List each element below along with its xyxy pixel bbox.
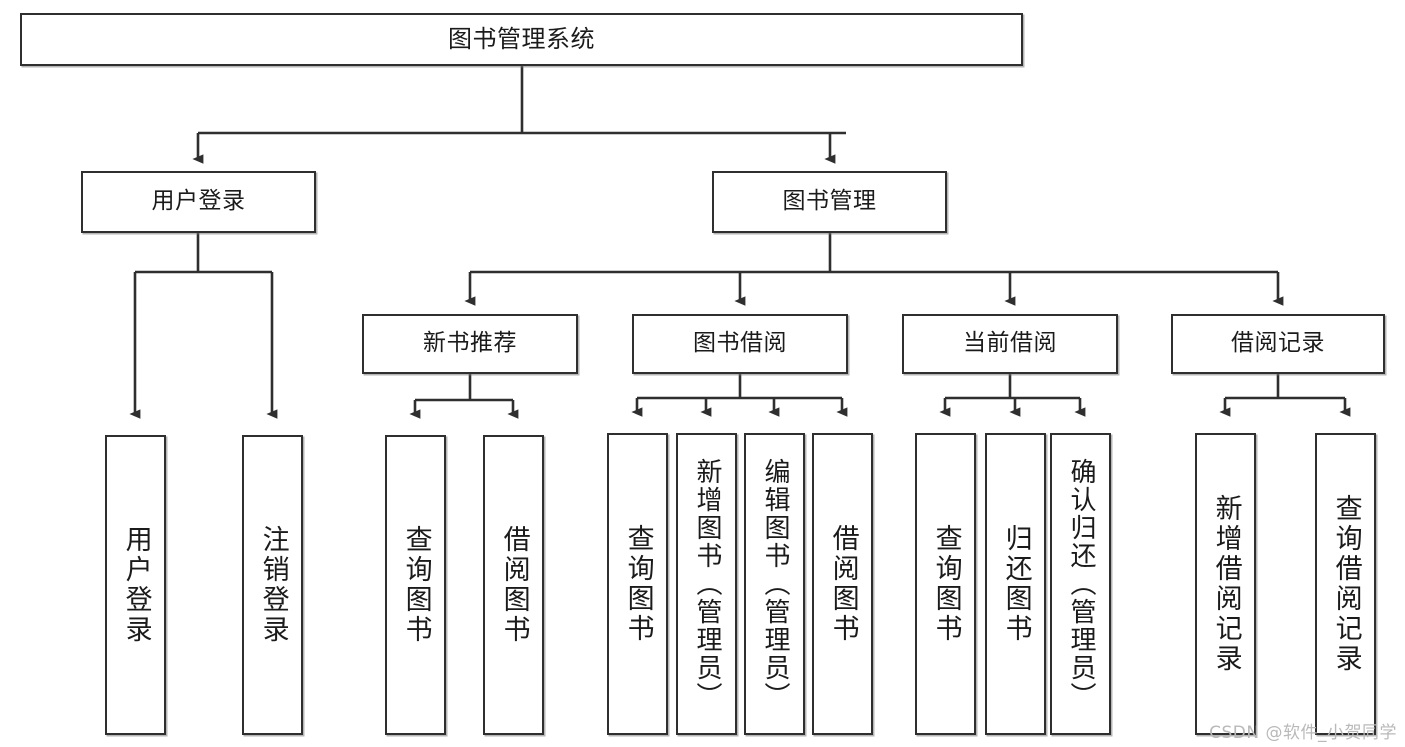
leaf-borrow-record-1[interactable]: 新增借阅记录 — [1195, 433, 1256, 735]
node-book-manage[interactable]: 图书管理 — [712, 171, 947, 233]
leaf-current-borrow-2[interactable]: 归还图书 — [985, 433, 1046, 735]
leaf-book-borrow-3[interactable]: 编辑图书（管理员） — [744, 433, 805, 735]
leaf-borrow-record-2[interactable]: 查询借阅记录 — [1315, 433, 1376, 735]
leaf-new-book-1[interactable]: 查询图书 — [385, 435, 446, 735]
leaf-user-login-2-label: 注销登录 — [257, 525, 289, 645]
leaf-new-book-2[interactable]: 借阅图书 — [483, 435, 544, 735]
leaf-current-borrow-3[interactable]: 确认归还（管理员） — [1050, 433, 1111, 735]
leaf-user-login-1[interactable]: 用户登录 — [105, 435, 166, 735]
leaf-current-borrow-1[interactable]: 查询图书 — [915, 433, 976, 735]
leaf-current-borrow-1-label: 查询图书 — [930, 524, 962, 644]
leaf-book-borrow-3-label: 编辑图书（管理员） — [760, 458, 791, 710]
node-root-label: 图书管理系统 — [448, 25, 595, 54]
leaf-user-login-1-label: 用户登录 — [120, 525, 152, 645]
leaf-book-borrow-2-label: 新增图书（管理员） — [692, 458, 723, 710]
leaf-user-login-2[interactable]: 注销登录 — [242, 435, 303, 735]
leaf-book-borrow-4[interactable]: 借阅图书 — [812, 433, 873, 735]
leaf-book-borrow-2[interactable]: 新增图书（管理员） — [676, 433, 737, 735]
node-new-book-recommend[interactable]: 新书推荐 — [362, 314, 578, 374]
node-book-manage-label: 图书管理 — [782, 188, 877, 215]
node-root[interactable]: 图书管理系统 — [20, 13, 1023, 66]
leaf-borrow-record-2-label: 查询借阅记录 — [1330, 494, 1362, 674]
leaf-new-book-2-label: 借阅图书 — [498, 525, 530, 645]
watermark: CSDN @软件_小贺同学 — [1209, 723, 1397, 743]
leaf-new-book-1-label: 查询图书 — [400, 525, 432, 645]
node-borrow-record-label: 借阅记录 — [1231, 330, 1325, 357]
node-current-borrow[interactable]: 当前借阅 — [902, 314, 1118, 374]
leaf-current-borrow-2-label: 归还图书 — [1000, 524, 1032, 644]
node-current-borrow-label: 当前借阅 — [963, 330, 1057, 357]
node-user-login-label: 用户登录 — [151, 188, 246, 215]
node-book-borrow-label: 图书借阅 — [693, 330, 787, 357]
leaf-book-borrow-4-label: 借阅图书 — [827, 524, 859, 644]
node-user-login[interactable]: 用户登录 — [81, 171, 316, 233]
leaf-borrow-record-1-label: 新增借阅记录 — [1210, 494, 1242, 674]
node-borrow-record[interactable]: 借阅记录 — [1171, 314, 1385, 374]
node-book-borrow[interactable]: 图书借阅 — [632, 314, 848, 374]
node-new-book-recommend-label: 新书推荐 — [423, 330, 517, 357]
leaf-current-borrow-3-label: 确认归还（管理员） — [1066, 458, 1097, 710]
leaf-book-borrow-1-label: 查询图书 — [622, 524, 654, 644]
leaf-book-borrow-1[interactable]: 查询图书 — [607, 433, 668, 735]
